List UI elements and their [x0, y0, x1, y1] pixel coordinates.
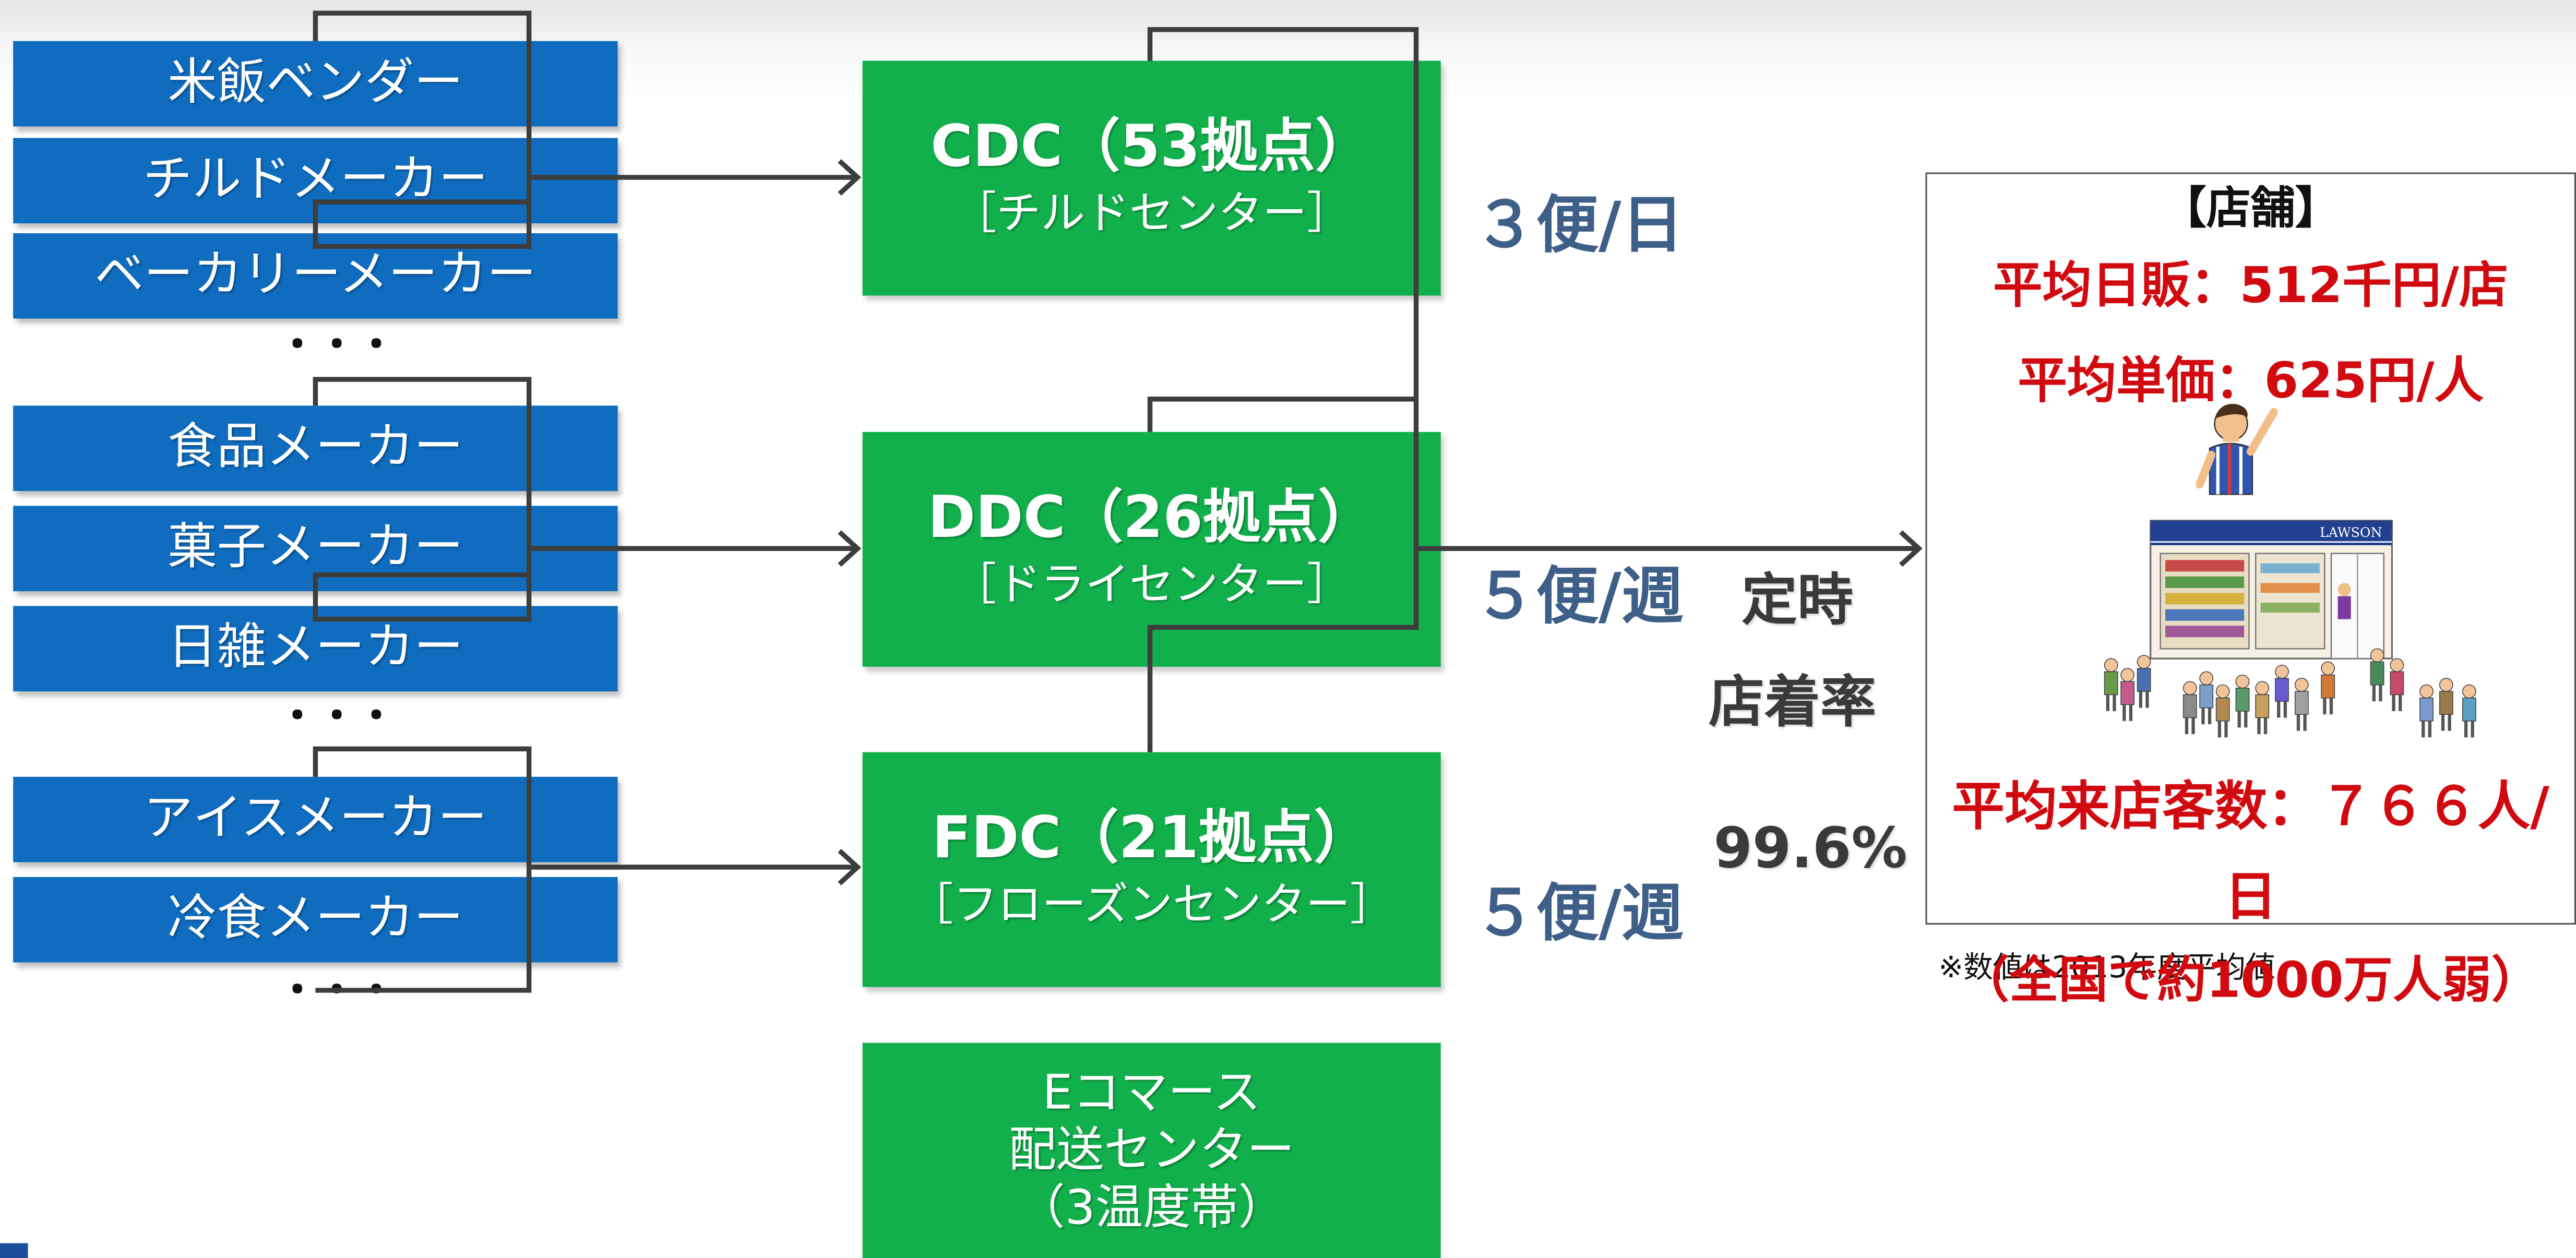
supplier-ellipsis-dry: ・・・ — [278, 693, 396, 739]
center-box-cdc: CDC（53拠点） ［チルドセンター］ — [862, 61, 1441, 296]
on-time-label-line-2: 店着率 — [1708, 670, 1876, 736]
shopper-figure — [2321, 661, 2335, 715]
shopper-figure — [2104, 658, 2118, 711]
footnote: ※数値は2013年度平均値 — [1938, 951, 2275, 986]
clerk-figure — [2196, 404, 2278, 495]
shopper-figure — [2120, 668, 2134, 721]
supplier-ellipsis-chilled: ・・・ — [278, 321, 396, 368]
shopper-figure — [2370, 648, 2384, 701]
shopper-figure — [2294, 678, 2309, 731]
center-line: 配送センター — [1008, 1121, 1295, 1178]
shopper-figure — [2215, 684, 2230, 738]
frequency-label-fdc: ５便/週 — [1473, 877, 1684, 950]
shopper-group — [2104, 648, 2476, 738]
center-collector-ddc — [1147, 397, 1416, 432]
arrowhead-store — [1899, 530, 1923, 567]
store-avg-daily-sales: 平均日販：512千円/店 — [1993, 258, 2509, 316]
store-box: 【店舗】 平均日販：512千円/店 平均単価：625円/人 LAWSO — [1925, 172, 2576, 928]
store-avg-customers-line-2: 日 — [2224, 865, 2277, 928]
arrowhead-ddc — [838, 530, 862, 567]
arrowhead-fdc — [838, 848, 862, 885]
center-subtitle: ［フローズンセンター］ — [909, 879, 1395, 931]
center-subtitle: ［ドライセンター］ — [952, 559, 1352, 610]
on-time-label-line-1: 定時 — [1741, 568, 1853, 634]
frequency-label-cdc: ３便/日 — [1473, 188, 1684, 261]
shopper-figure — [2390, 658, 2404, 711]
store-heading: 【店舗】 — [2162, 184, 2340, 235]
store-sign-text: LAWSON — [2320, 525, 2382, 540]
supplier-box-sundries-maker: 日雑メーカー — [13, 606, 618, 692]
shopper-figure — [2462, 684, 2476, 738]
shopper-figure — [2235, 674, 2250, 728]
national-customer-total: （全国で約1000万人弱） — [1960, 952, 2541, 1010]
center-line: （3温度帯） — [1017, 1179, 1286, 1235]
on-time-value: 99.6% — [1713, 816, 1907, 882]
shopper-figure — [2199, 671, 2214, 725]
shopper-figure — [2419, 684, 2434, 738]
supplier-ellipsis-frozen: ・・・ — [278, 967, 396, 1014]
supplier-box-ice-maker: アイスメーカー — [13, 776, 618, 862]
center-box-ddc: DDC（26拠点） ［ドライセンター］ — [862, 432, 1441, 667]
center-title: CDC（53拠点） — [931, 114, 1373, 180]
center-box-fdc: FDC（21拠点） ［フローズンセンター］ — [862, 752, 1441, 987]
shopper-figure — [2183, 681, 2197, 734]
center-subtitle: ［チルドセンター］ — [952, 188, 1352, 239]
slide-corner-mark — [0, 1243, 28, 1258]
center-box-ecommerce: Eコマース 配送センター （3温度帯） — [862, 1043, 1441, 1258]
storefront: LAWSON — [2150, 520, 2393, 660]
supplier-box-food-maker: 食品メーカー — [13, 405, 618, 492]
supplier-box-bakery-maker: ベーカリーメーカー — [13, 233, 618, 319]
center-title: DDC（26拠点） — [927, 485, 1376, 551]
store-avg-unit-price: 平均単価：625円/人 — [2018, 353, 2484, 411]
store-avg-customers-line-1: 平均来店客数：７６６人/ — [1952, 775, 2550, 838]
shopper-figure — [2439, 678, 2453, 731]
supplier-box-frozen-food-maker: 冷食メーカー — [13, 877, 618, 963]
arrowhead-cdc — [838, 159, 862, 196]
frequency-label-ddc: ５便/週 — [1473, 560, 1684, 632]
store-illustration: LAWSON — [2104, 404, 2476, 738]
supplier-box-confectionery-maker: 菓子メーカー — [13, 506, 618, 592]
shopper-figure — [2137, 655, 2151, 708]
center-title: FDC（21拠点） — [932, 805, 1372, 871]
shopper-figure — [2275, 664, 2289, 718]
supplier-box-chilled-maker: チルドメーカー — [13, 138, 618, 224]
shopper-figure — [2255, 681, 2270, 734]
supplier-box-rice-vendor: 米飯ベンダー — [13, 41, 618, 127]
center-line: Eコマース — [1042, 1064, 1261, 1120]
